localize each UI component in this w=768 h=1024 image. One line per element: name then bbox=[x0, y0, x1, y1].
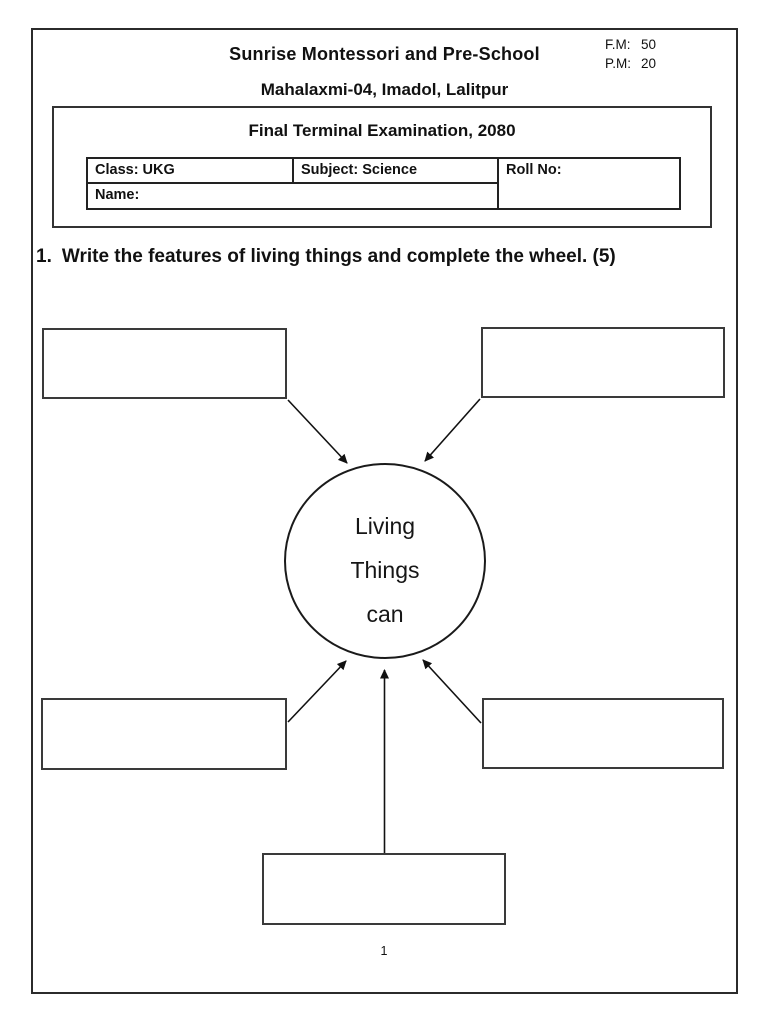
answer-box-bottom[interactable] bbox=[262, 853, 506, 925]
arrow-top-right bbox=[424, 398, 481, 462]
school-name: Sunrise Montessori and Pre-School bbox=[229, 44, 540, 64]
circle-label-line-1: Living bbox=[354, 513, 416, 539]
class-cell: Class: UKG bbox=[88, 159, 294, 184]
answer-box-mid-right[interactable] bbox=[482, 698, 724, 769]
pass-marks-label: P.M: bbox=[605, 56, 632, 71]
marks-block: F.M: 50 P.M: 20 bbox=[605, 35, 656, 73]
circle-label-line-2: Things bbox=[350, 557, 420, 583]
question-text: Write the features of living things and … bbox=[61, 246, 616, 267]
exam-title: Final Terminal Examination, 2080 bbox=[248, 121, 516, 140]
page-number: 1 bbox=[380, 944, 388, 958]
pass-marks-value: 20 bbox=[641, 56, 657, 71]
school-address: Mahalaxmi-04, Imadol, Lalitpur bbox=[260, 80, 509, 99]
arrow-mid-right bbox=[422, 659, 482, 724]
subject-cell: Subject: Science bbox=[294, 159, 499, 184]
arrow-top-left bbox=[287, 399, 348, 464]
student-info-table: Class: UKG Subject: Science Roll No: Nam… bbox=[86, 157, 681, 210]
pass-marks-line: P.M: 20 bbox=[605, 54, 656, 73]
full-marks-label: F.M: bbox=[605, 37, 631, 52]
arrow-mid-left bbox=[287, 660, 347, 723]
center-circle bbox=[284, 463, 486, 659]
roll-no-cell[interactable]: Roll No: bbox=[506, 162, 562, 178]
question-1: 1. Write the features of living things an… bbox=[36, 246, 736, 268]
answer-box-top-left[interactable] bbox=[42, 328, 287, 399]
question-number: 1. bbox=[36, 246, 52, 267]
page-border bbox=[31, 28, 738, 994]
full-marks-value: 50 bbox=[641, 37, 657, 52]
exam-info-box: Final Terminal Examination, 2080 Class: … bbox=[52, 106, 712, 228]
circle-label: Living Things can bbox=[285, 504, 485, 636]
answer-box-top-right[interactable] bbox=[481, 327, 725, 398]
circle-label-line-3: can bbox=[366, 601, 404, 627]
full-marks-line: F.M: 50 bbox=[605, 35, 656, 54]
name-cell[interactable]: Name: bbox=[88, 184, 499, 208]
answer-box-mid-left[interactable] bbox=[41, 698, 287, 770]
